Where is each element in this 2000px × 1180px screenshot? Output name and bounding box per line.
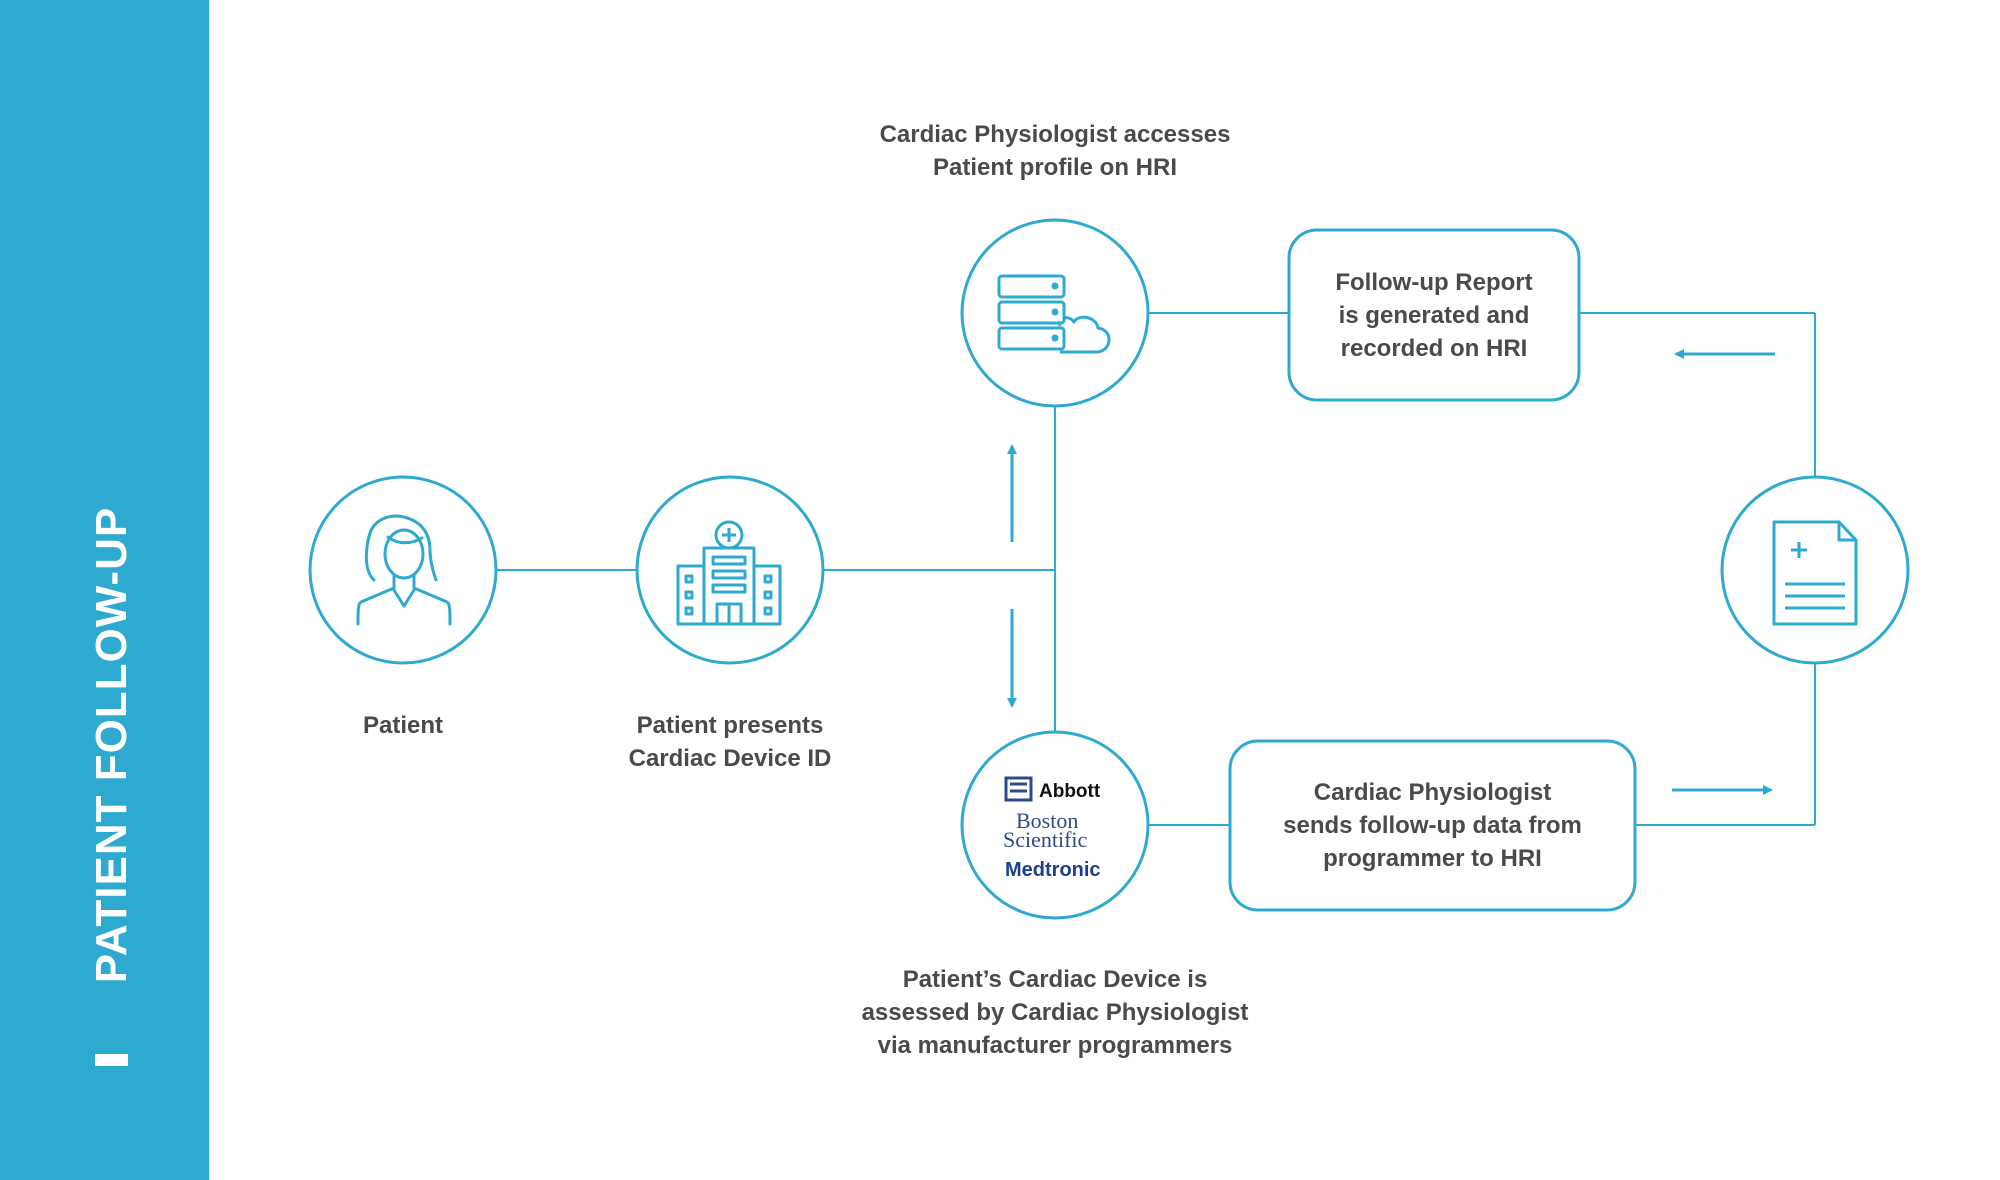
patient-label: Patient <box>362 712 443 739</box>
server-cloud-icon <box>997 274 1111 354</box>
svg-text:Medtronic: Medtronic <box>1005 859 1101 881</box>
report-document-icon <box>1772 520 1858 626</box>
hri-label: Cardiac Physiologist accesses Patient pr… <box>879 121 1231 181</box>
medtronic-logo: Medtronic <box>1005 859 1101 881</box>
svg-text:Boston: Boston <box>1016 808 1078 833</box>
hospital-node <box>635 475 825 665</box>
abbott-logo: Abbott <box>1004 776 1101 802</box>
followup-report-box <box>1287 228 1581 402</box>
hospital-icon <box>676 520 782 626</box>
patient-node <box>308 475 498 665</box>
sidebar-marker <box>95 1054 128 1066</box>
device-label: Patient’s Cardiac Device is assessed by … <box>861 966 1249 1059</box>
svg-text:Abbott: Abbott <box>1039 781 1101 802</box>
hri-node <box>960 218 1150 408</box>
send-data-text: Cardiac Physiologist sends follow-up dat… <box>1283 779 1582 872</box>
svg-text:Scientific: Scientific <box>1003 827 1088 852</box>
boston-scientific-logo: Boston Scientific <box>1003 808 1088 852</box>
sidebar: PATIENT FOLLOW-UP <box>0 0 209 1180</box>
patient-icon <box>356 514 452 626</box>
send-data-box <box>1228 739 1637 912</box>
followup-report-text: Follow-up Report is generated and record… <box>1335 268 1533 362</box>
connector-lines <box>496 312 1816 826</box>
flow-arrows <box>1007 349 1775 795</box>
device-node: Abbott Boston Scientific Medtronic <box>960 730 1150 920</box>
report-node <box>1720 475 1910 665</box>
hospital-label: Patient presents Cardiac Device ID <box>628 712 832 772</box>
